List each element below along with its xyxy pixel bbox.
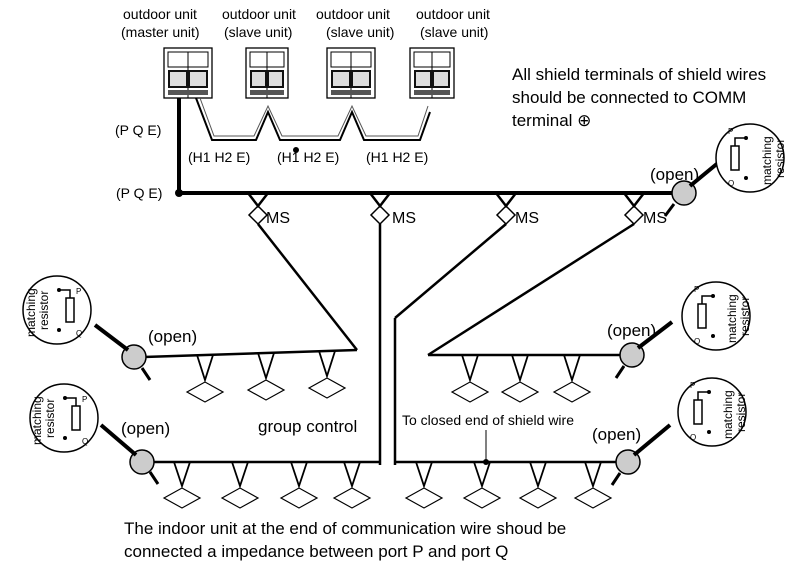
outdoor-interconnect-wire [195,97,431,141]
bottom-note-line1: The indoor unit at the end of communicat… [124,519,566,538]
indoor-group-left-upper: (open) [93,323,358,403]
resistor-line1-label: matching [24,288,38,337]
bottom-note-line2: connected a impedance between port P and… [124,542,508,561]
bus-junction-dot [175,189,183,197]
ms-splitter-2: MS [369,204,416,227]
main-bus [177,98,660,195]
outdoor-unit-slave-2 [326,47,376,99]
open-label-left-upper: (open) [148,327,197,346]
unit-label-4-line2: (slave unit) [420,24,488,40]
matching-resistor-left-upper: P Q matching resistor [22,275,92,345]
resistor-p-label: P [82,395,87,404]
resistor-q-label: Q [76,329,82,338]
resistor-line2-label: resistor [738,297,752,336]
resistor-q-label: Q [82,437,88,446]
resistor-p-label: P [76,287,81,296]
resistor-line2-label: resistor [43,399,57,438]
h1h2e-label-1: (H1 H2 E) [188,149,250,165]
h1h2e-label-2: (H1 H2 E) [277,149,339,165]
branch-wires [257,222,635,465]
resistor-line1-label: matching [725,294,739,343]
resistor-line1-label: matching [30,396,44,445]
indoor-group-left-lower: (open) [99,419,380,509]
resistor-line1-label: matching [760,136,774,185]
shield-note-line2: should be connected to COMM [512,88,746,107]
unit-label-2-line2: (slave unit) [224,24,292,40]
resistor-q-label: Q [690,433,696,442]
ms-splitter-4: MS [623,204,667,227]
pqe-label-bus: (P Q E) [116,185,162,201]
unit-label-1-line1: outdoor unit [123,6,197,22]
shield-note-line3: terminal ⊕ [512,111,591,130]
ms-label-4: MS [643,210,667,227]
open-label-left-lower: (open) [121,419,170,438]
indoor-group-right-lower: (open) [395,423,672,509]
resistor-line1-label: matching [721,390,735,439]
ms-label-3: MS [515,210,539,227]
matching-resistor-right-lower: P Q matching resistor [677,377,748,447]
ms-label-1: MS [266,210,290,227]
bus-branch-ties [247,192,645,209]
unit-label-4-line1: outdoor unit [416,6,490,22]
ms-splitter-3: MS [495,204,539,227]
resistor-line2-label: resistor [734,393,748,432]
outdoor-unit-slave-3 [409,47,455,99]
resistor-p-label: P [728,127,733,136]
shield-ground-dot [293,147,299,153]
open-label-top-right: (open) [650,165,699,184]
resistor-q-label: Q [728,179,734,188]
resistor-p-label: P [694,285,699,294]
unit-label-1-line2: (master unit) [121,24,200,40]
shield-note-line1: All shield terminals of shield wires [512,65,766,84]
outdoor-unit-slave-1 [245,47,289,99]
h1h2e-label-3: (H1 H2 E) [366,149,428,165]
closed-end-note: To closed end of shield wire [402,412,574,428]
ms-splitter-1: MS [247,204,290,227]
resistor-q-label: Q [694,337,700,346]
resistor-p-label: P [690,381,695,390]
open-end-top-right: (open) [650,156,726,217]
unit-label-3-line2: (slave unit) [326,24,394,40]
resistor-line2-label: resistor [773,139,787,178]
matching-resistor-left-lower: P Q matching resistor [29,383,99,453]
unit-label-2-line1: outdoor unit [222,6,296,22]
group-control-label: group control [258,417,357,436]
open-label-right-upper: (open) [607,321,656,340]
pqe-label-top: (P Q E) [115,122,161,138]
resistor-line2-label: resistor [37,291,51,330]
matching-resistor-top-right: P Q matching resistor [715,123,787,193]
indoor-group-right-upper: (open) [428,320,674,403]
open-label-right-lower: (open) [592,425,641,444]
ms-label-2: MS [392,210,416,227]
matching-resistor-right-upper: P Q matching resistor [681,281,752,351]
unit-label-3-line1: outdoor unit [316,6,390,22]
outdoor-unit-master [163,47,213,99]
